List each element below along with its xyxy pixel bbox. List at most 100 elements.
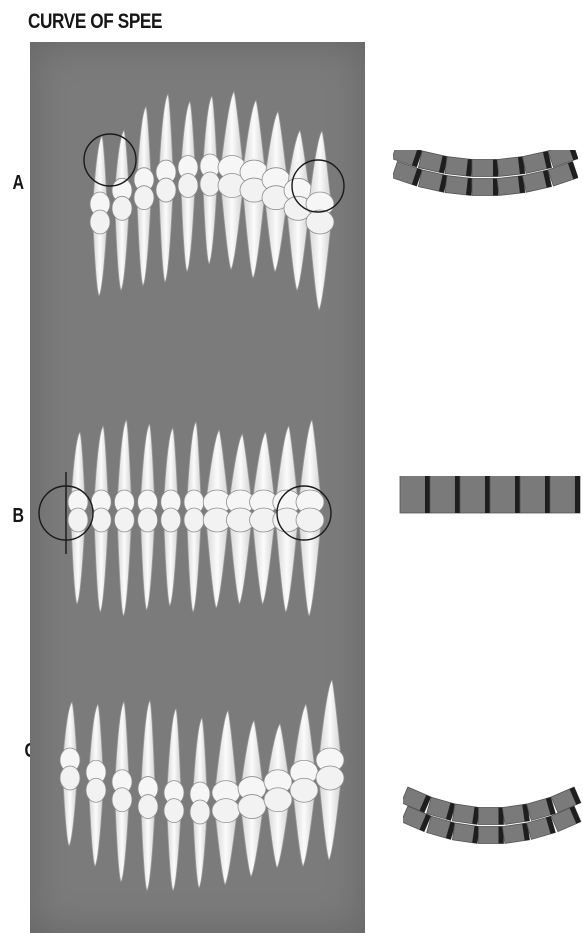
block bbox=[479, 827, 504, 844]
curve-block-diagram-c bbox=[403, 762, 583, 847]
lower-tooth bbox=[293, 792, 315, 866]
block bbox=[479, 808, 504, 825]
lower-tooth bbox=[203, 186, 217, 264]
lower-crown bbox=[290, 778, 318, 802]
upper-tooth bbox=[167, 709, 181, 791]
upper-tooth bbox=[193, 718, 207, 792]
lower-tooth bbox=[137, 200, 151, 286]
block bbox=[502, 823, 529, 843]
block bbox=[520, 476, 550, 513]
lower-crown bbox=[184, 508, 204, 532]
lower-tooth bbox=[115, 210, 129, 290]
lower-crown bbox=[306, 210, 334, 234]
upper-tooth bbox=[141, 701, 155, 787]
lower-tooth bbox=[193, 814, 207, 888]
lower-crown bbox=[114, 508, 134, 532]
lower-crown bbox=[91, 508, 111, 532]
lower-tooth bbox=[159, 192, 173, 282]
lower-tooth bbox=[141, 522, 155, 610]
block bbox=[551, 806, 581, 832]
lower-crown bbox=[134, 186, 154, 210]
lower-tooth bbox=[167, 813, 181, 891]
lower-tooth bbox=[221, 188, 243, 270]
block bbox=[497, 176, 525, 196]
upper-tooth bbox=[215, 711, 237, 791]
lower-tooth bbox=[94, 522, 108, 612]
lower-crown bbox=[86, 778, 106, 802]
page-title: CURVE OF SPEE bbox=[28, 10, 162, 34]
lower-crown bbox=[156, 178, 176, 202]
block bbox=[472, 160, 498, 177]
block bbox=[551, 787, 581, 813]
lower-crown bbox=[238, 795, 266, 819]
upper-tooth bbox=[243, 100, 265, 170]
block bbox=[445, 157, 473, 177]
lower-crown bbox=[296, 508, 324, 532]
lower-tooth bbox=[319, 780, 341, 860]
upper-tooth bbox=[117, 420, 131, 500]
row-label-a: A bbox=[12, 172, 24, 195]
block bbox=[550, 476, 580, 513]
lower-crown bbox=[316, 766, 344, 790]
lower-tooth bbox=[206, 522, 228, 608]
upper-tooth bbox=[164, 428, 178, 500]
lower-tooth bbox=[243, 192, 265, 278]
block bbox=[430, 476, 460, 513]
lower-crown bbox=[112, 788, 132, 812]
block bbox=[490, 476, 520, 513]
lower-tooth bbox=[117, 522, 131, 616]
block bbox=[393, 162, 422, 186]
lower-tooth bbox=[276, 522, 298, 612]
upper-tooth bbox=[319, 680, 341, 758]
lower-crown bbox=[212, 799, 240, 823]
upper-tooth bbox=[159, 94, 173, 170]
curve-block-diagram-a bbox=[393, 150, 578, 235]
lower-crown bbox=[200, 172, 220, 196]
lower-crown bbox=[68, 508, 88, 532]
lower-crown bbox=[178, 174, 198, 198]
lower-tooth bbox=[187, 522, 201, 612]
lower-crown bbox=[161, 508, 181, 532]
lower-tooth bbox=[89, 792, 103, 866]
lower-crown bbox=[264, 788, 292, 812]
lower-tooth bbox=[115, 802, 129, 882]
lower-tooth bbox=[309, 224, 331, 310]
block bbox=[502, 804, 529, 824]
lower-crown bbox=[138, 795, 158, 819]
upper-tooth bbox=[94, 426, 108, 500]
lower-tooth bbox=[93, 224, 107, 296]
dentition-illustration-panel bbox=[30, 42, 365, 933]
lower-crown bbox=[164, 799, 184, 823]
upper-tooth bbox=[206, 430, 228, 500]
upper-tooth bbox=[187, 422, 201, 500]
upper-tooth bbox=[276, 426, 298, 500]
lower-crown bbox=[138, 508, 158, 532]
block bbox=[403, 806, 431, 832]
block bbox=[460, 476, 490, 513]
lower-tooth bbox=[215, 813, 237, 885]
block bbox=[497, 157, 525, 177]
upper-tooth bbox=[115, 702, 129, 780]
lower-crown bbox=[112, 196, 132, 220]
lower-crown bbox=[190, 800, 210, 824]
upper-tooth bbox=[299, 420, 321, 500]
upper-tooth bbox=[309, 131, 331, 202]
upper-tooth bbox=[221, 92, 243, 166]
lower-tooth bbox=[253, 522, 275, 604]
dentition-illustrations bbox=[30, 42, 365, 933]
curve-block-diagram-b bbox=[398, 476, 583, 528]
lower-crown bbox=[60, 766, 80, 790]
block bbox=[400, 476, 430, 513]
lower-tooth bbox=[265, 200, 287, 272]
lower-tooth bbox=[164, 522, 178, 606]
arch-illustration-b bbox=[68, 420, 324, 616]
upper-tooth bbox=[137, 107, 151, 178]
lower-tooth bbox=[229, 522, 251, 604]
block bbox=[445, 176, 473, 196]
block bbox=[472, 179, 498, 196]
block bbox=[452, 804, 479, 824]
lower-tooth bbox=[181, 188, 195, 272]
block bbox=[452, 823, 479, 843]
lower-crown bbox=[90, 210, 110, 234]
row-label-b: B bbox=[12, 505, 24, 528]
